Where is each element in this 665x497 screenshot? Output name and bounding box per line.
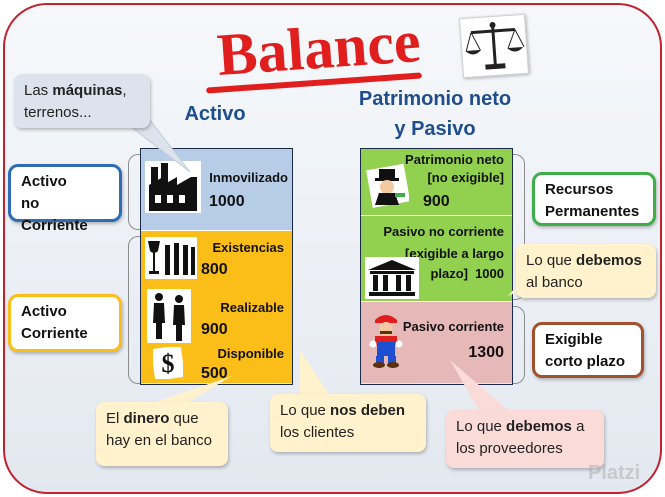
label-patrimonio-line2: [no exigible] [427,170,504,185]
cell-patrimonio-neto: Patrimonio neto [no exigible] 900 Pasivo… [361,149,512,301]
tag-recursos-permanentes: Recursos Permanentes [532,172,656,226]
tag-activo-corriente: Activo Corriente [8,294,122,352]
value-disponible: 500 [201,365,228,382]
brace-activo-no-corriente [128,154,140,230]
label-pasivo-corriente: Pasivo corriente [402,319,504,334]
callout-debemos-banco: Lo que debemos al banco [516,244,656,298]
value-pasivo-no-corriente: 1000 [475,266,504,281]
people-icon [147,289,191,343]
value-realizable: 900 [201,321,228,338]
value-patrimonio-neto: 900 [423,193,450,210]
cell-corriente: Existencias 800 Realizable 900 $ Disponi… [141,231,292,383]
callout-debemos-proveedores: Lo que debemos a los proveedores [446,410,604,468]
callout-dinero: El dinero que hay en el banco [96,402,228,466]
factory-icon [145,161,201,213]
divider-patrimonio [361,215,512,216]
brace-activo-corriente [128,236,140,384]
tag-activo-no-corriente: Activo no Corriente [8,164,122,234]
label-pasivo-nc-line1: Pasivo no corriente [383,224,504,239]
label-existencias: Existencias [212,240,284,255]
heading-patrimonio-line1: Patrimonio neto [358,88,512,110]
mario-icon [369,310,403,368]
heading-activo: Activo [184,103,246,125]
label-pasivo-nc-line2: [exigible a largo [405,246,504,261]
label-inmovilizado: Inmovilizado [209,170,288,185]
dollar-icon: $ [153,347,183,379]
cell-inmovilizado: Inmovilizado 1000 [141,149,292,231]
value-pasivo-corriente: 1300 [468,344,504,361]
label-disponible: Disponible [217,346,284,361]
bank-icon [365,257,419,299]
label-patrimonio-line1: Patrimonio neto [405,152,504,167]
callout-nos-deben: Lo que nos deben los clientes [270,394,426,452]
value-inmovilizado: 1000 [209,193,245,210]
callout-maquinas: Las máquinas, terrenos... [14,74,150,128]
svg-text:$: $ [162,349,175,378]
value-existencias: 800 [201,261,228,278]
label-pasivo-nc-line3: plazo] [430,266,468,281]
pasivo-column: Patrimonio neto [no exigible] 900 Pasivo… [360,148,513,385]
watermark: Platzi [588,462,641,484]
scale-icon [458,13,530,79]
cell-pasivo-corriente: Pasivo corriente 1300 [361,301,512,383]
monopoly-man-icon [365,163,409,209]
activo-column: Inmovilizado 1000 Existencias 800 [140,148,293,385]
label-realizable: Realizable [220,300,284,315]
tag-exigible-corto-plazo: Exigible corto plazo [532,322,644,378]
glasses-icon [145,237,197,279]
heading-patrimonio-line2: y Pasivo [394,118,476,140]
